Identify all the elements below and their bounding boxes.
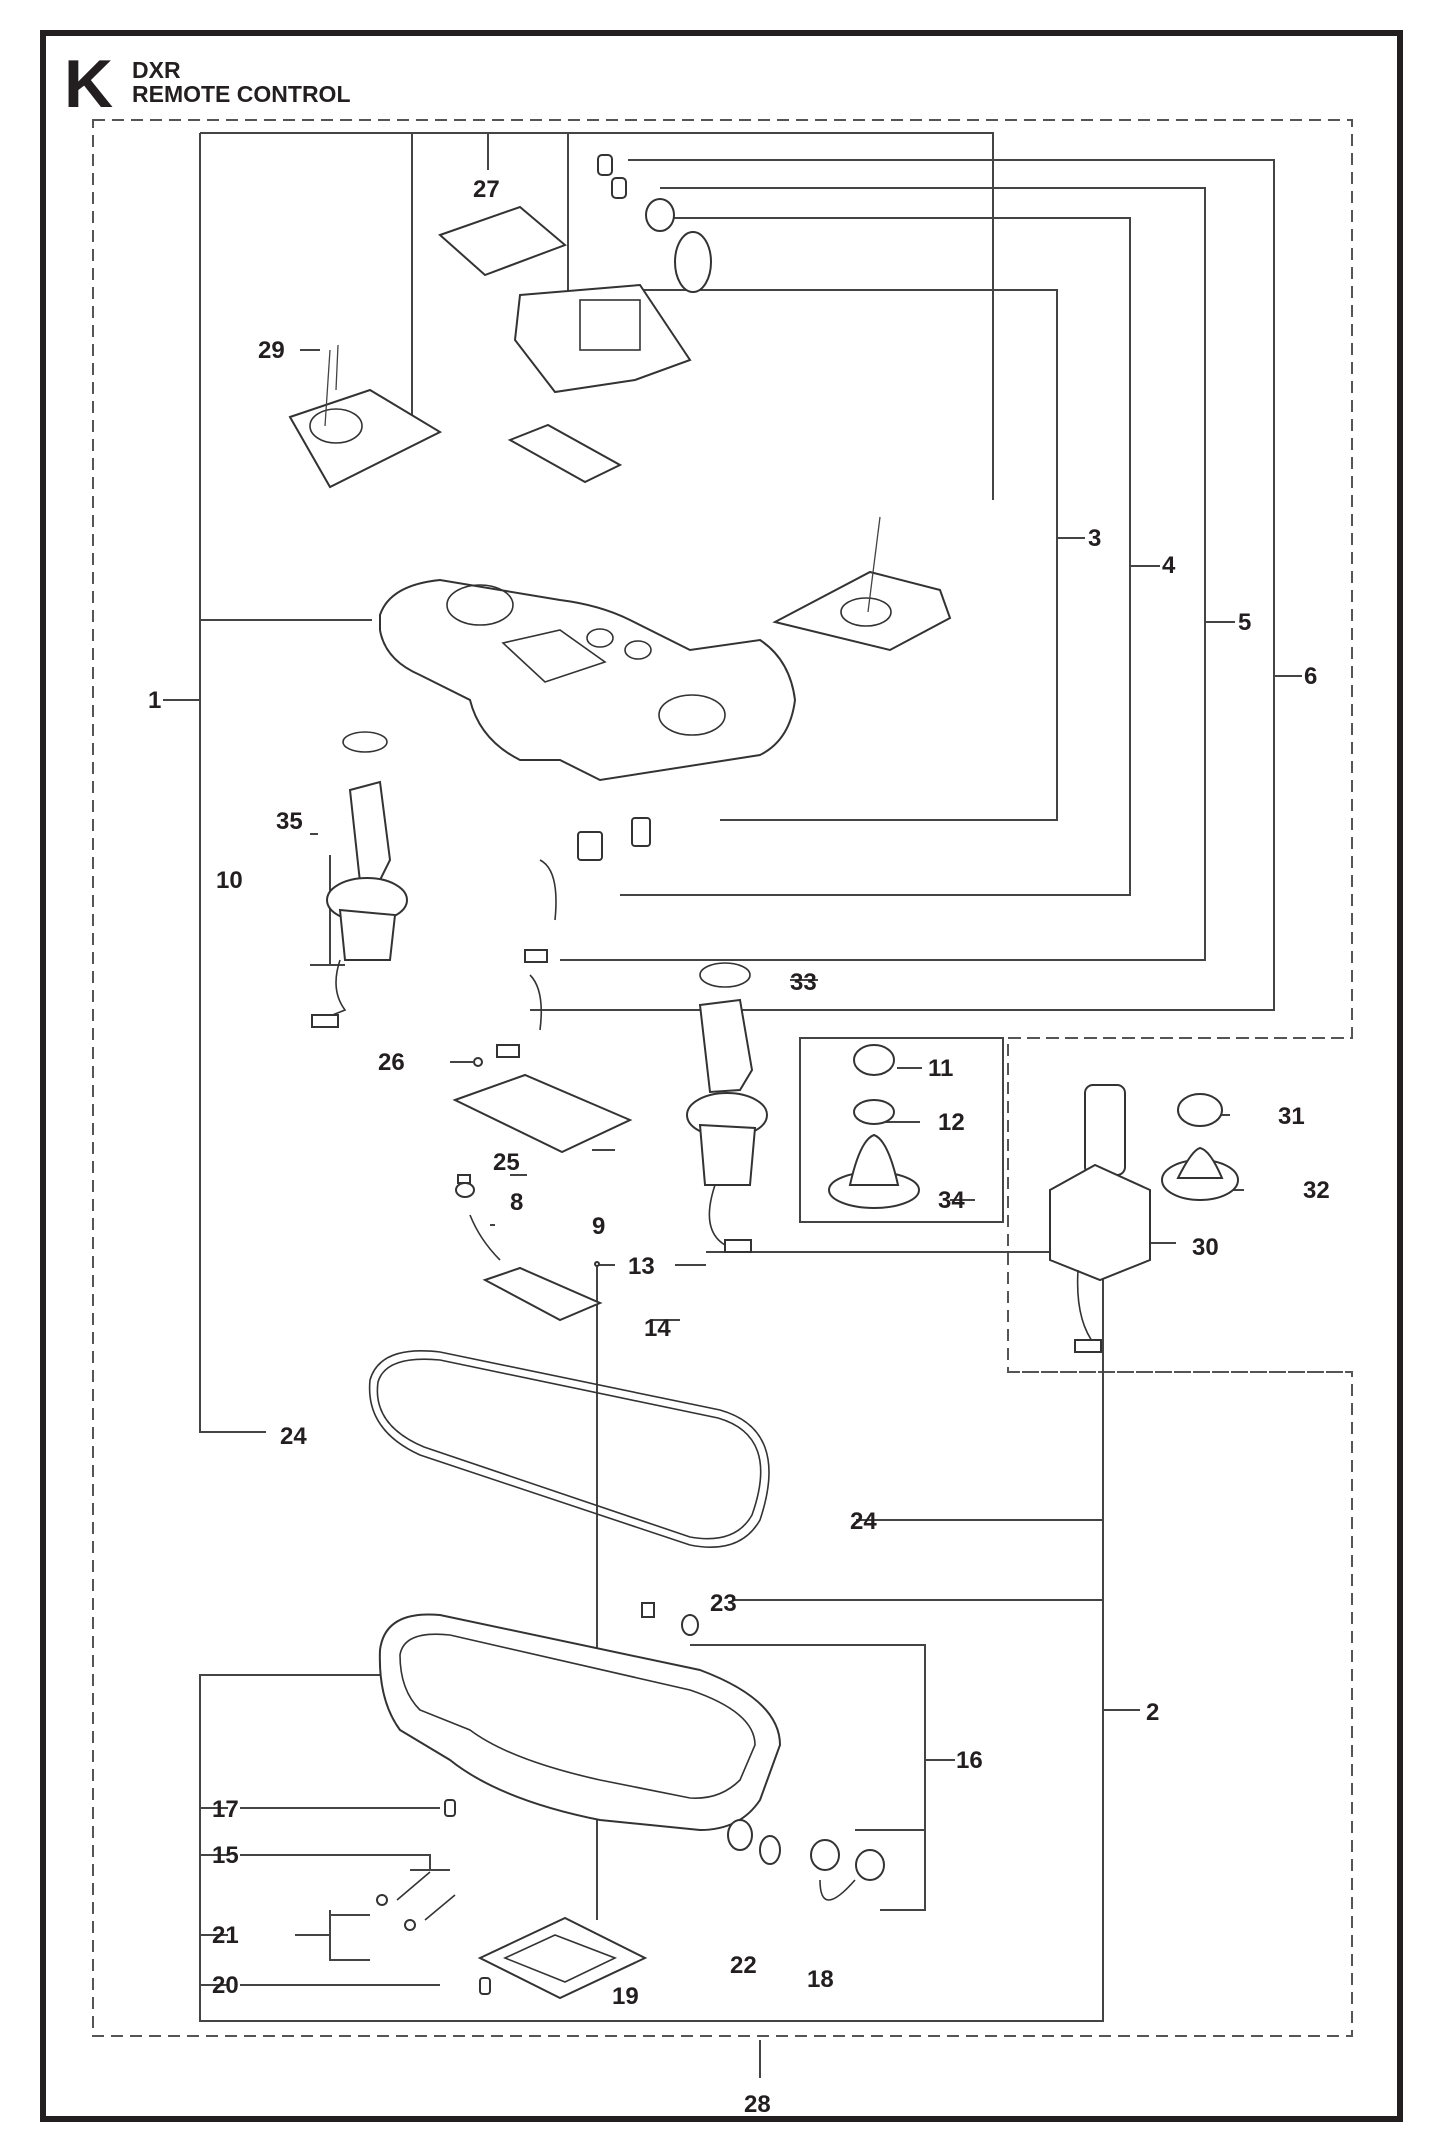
callout-26: 26 [378,1049,405,1076]
title-block: DXR REMOTE CONTROL [132,58,351,106]
callout-labels: 1 2 3 4 5 6 8 9 10 11 12 13 14 15 16 17 … [148,176,1330,2118]
part-drawings [288,154,1239,2000]
callout-29: 29 [258,337,285,364]
callout-28: 28 [744,2091,771,2118]
callout-12: 12 [938,1109,965,1136]
callout-34: 34 [938,1187,965,1214]
callout-20: 20 [212,1972,239,1999]
diagram-frame [40,30,1403,2122]
callout-19: 19 [612,1983,639,2010]
callout-30: 30 [1192,1234,1219,1261]
callout-14: 14 [644,1315,671,1342]
callout-23: 23 [710,1590,737,1617]
callout-3: 3 [1088,525,1101,552]
callout-1: 1 [148,687,161,714]
callout-15: 15 [212,1842,239,1869]
joystick-kit-boundary [1008,1037,1352,1373]
callout-18: 18 [807,1966,834,1993]
callout-17: 17 [212,1796,239,1823]
callout-5: 5 [1238,609,1251,636]
callout-21: 21 [212,1922,239,1949]
section-letter: K [64,46,113,122]
callout-33: 33 [790,969,817,996]
callout-31: 31 [1278,1103,1305,1130]
callout-24-upper: 24 [280,1423,307,1450]
callout-2: 2 [1146,1699,1159,1726]
callout-32: 32 [1303,1177,1330,1204]
callout-22: 22 [730,1952,757,1979]
diagram-title: REMOTE CONTROL [132,81,351,107]
callout-8: 8 [510,1189,523,1216]
callout-16: 16 [956,1747,983,1774]
callout-4: 4 [1162,552,1176,579]
model-name: DXR [132,57,181,83]
callout-25: 25 [493,1149,520,1176]
callout-35: 35 [276,808,303,835]
callout-27: 27 [473,176,500,203]
callout-11: 11 [928,1055,953,1082]
callout-9: 9 [592,1213,605,1240]
callout-24-lower: 24 [850,1508,877,1535]
callout-6: 6 [1304,663,1317,690]
callout-13: 13 [628,1253,655,1280]
callout-10: 10 [216,867,243,894]
leader-lines [163,132,1302,2078]
